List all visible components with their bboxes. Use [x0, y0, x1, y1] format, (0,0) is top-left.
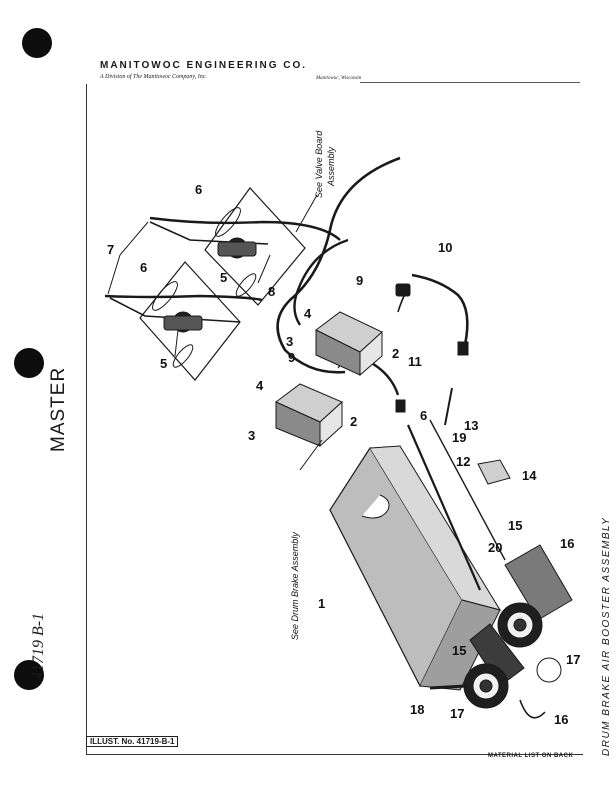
hose-upper [149, 216, 341, 241]
division-line: A Division of The Manitowoc Company, Inc… [100, 74, 207, 80]
relay-valve-upper [315, 311, 383, 377]
callout-16b: 16 [554, 712, 568, 727]
note-valve-board-line1: See Valve Board [314, 130, 324, 198]
callout-17b: 17 [450, 706, 464, 721]
callout-17a: 17 [566, 652, 580, 667]
illustration-number-box: ILLUST. No. 41719-B-1 [86, 736, 179, 747]
callout-12: 12 [456, 454, 470, 469]
valve-5-upper [217, 237, 257, 259]
callout-18: 18 [410, 702, 424, 717]
callout-7: 7 [107, 242, 114, 257]
callout-9a: 9 [356, 273, 363, 288]
callout-2b: 2 [350, 414, 357, 429]
callout-20: 20 [488, 540, 502, 555]
callout-3a: 3 [286, 334, 293, 349]
hose-10 [411, 273, 469, 346]
drawing-frame [86, 84, 583, 755]
drawing-title: DRUM BRAKE AIR BOOSTER ASSEMBLY [601, 516, 612, 756]
callout-6a: 6 [195, 182, 202, 197]
valve-5-lower [163, 311, 203, 333]
hose-lower [104, 294, 263, 302]
callout-5b: 5 [160, 356, 167, 371]
callout-16a: 16 [560, 536, 574, 551]
material-list-note: MATERIAL LIST ON BACK [488, 753, 574, 759]
callout-15b: 15 [452, 643, 466, 658]
callout-9b: 9 [288, 350, 295, 365]
rod-12 [406, 424, 482, 591]
punch-hole-middle [14, 348, 44, 378]
note-drum-brake: See Drum Brake Assembly [290, 532, 300, 640]
callout-13: 13 [464, 418, 478, 433]
callout-10: 10 [438, 240, 452, 255]
note-valve-board-line2: Assembly [326, 146, 336, 187]
header-rule [360, 82, 580, 83]
callout-8: 8 [268, 284, 275, 299]
callout-3b: 3 [248, 428, 255, 443]
callout-6b: 6 [140, 260, 147, 275]
callout-2a: 2 [392, 346, 399, 361]
callout-4a: 4 [304, 306, 312, 321]
callout-6c: 6 [420, 408, 427, 423]
booster-chamber-front [463, 623, 525, 709]
callout-11: 11 [408, 354, 422, 369]
callout-14: 14 [522, 468, 537, 483]
booster-chamber-rear [497, 544, 573, 648]
location: Manitowoc, Wisconsin [316, 76, 362, 81]
punch-hole-bottom [14, 660, 44, 690]
callout-4b: 4 [256, 378, 264, 393]
callout-15a: 15 [508, 518, 522, 533]
punch-hole-top [22, 28, 52, 58]
callout-5a: 5 [220, 270, 227, 285]
company-name: MANITOWOC ENGINEERING CO. [100, 60, 308, 71]
callout-1: 1 [318, 596, 325, 611]
relay-valve-lower [275, 383, 343, 448]
callout-19: 19 [452, 430, 466, 445]
